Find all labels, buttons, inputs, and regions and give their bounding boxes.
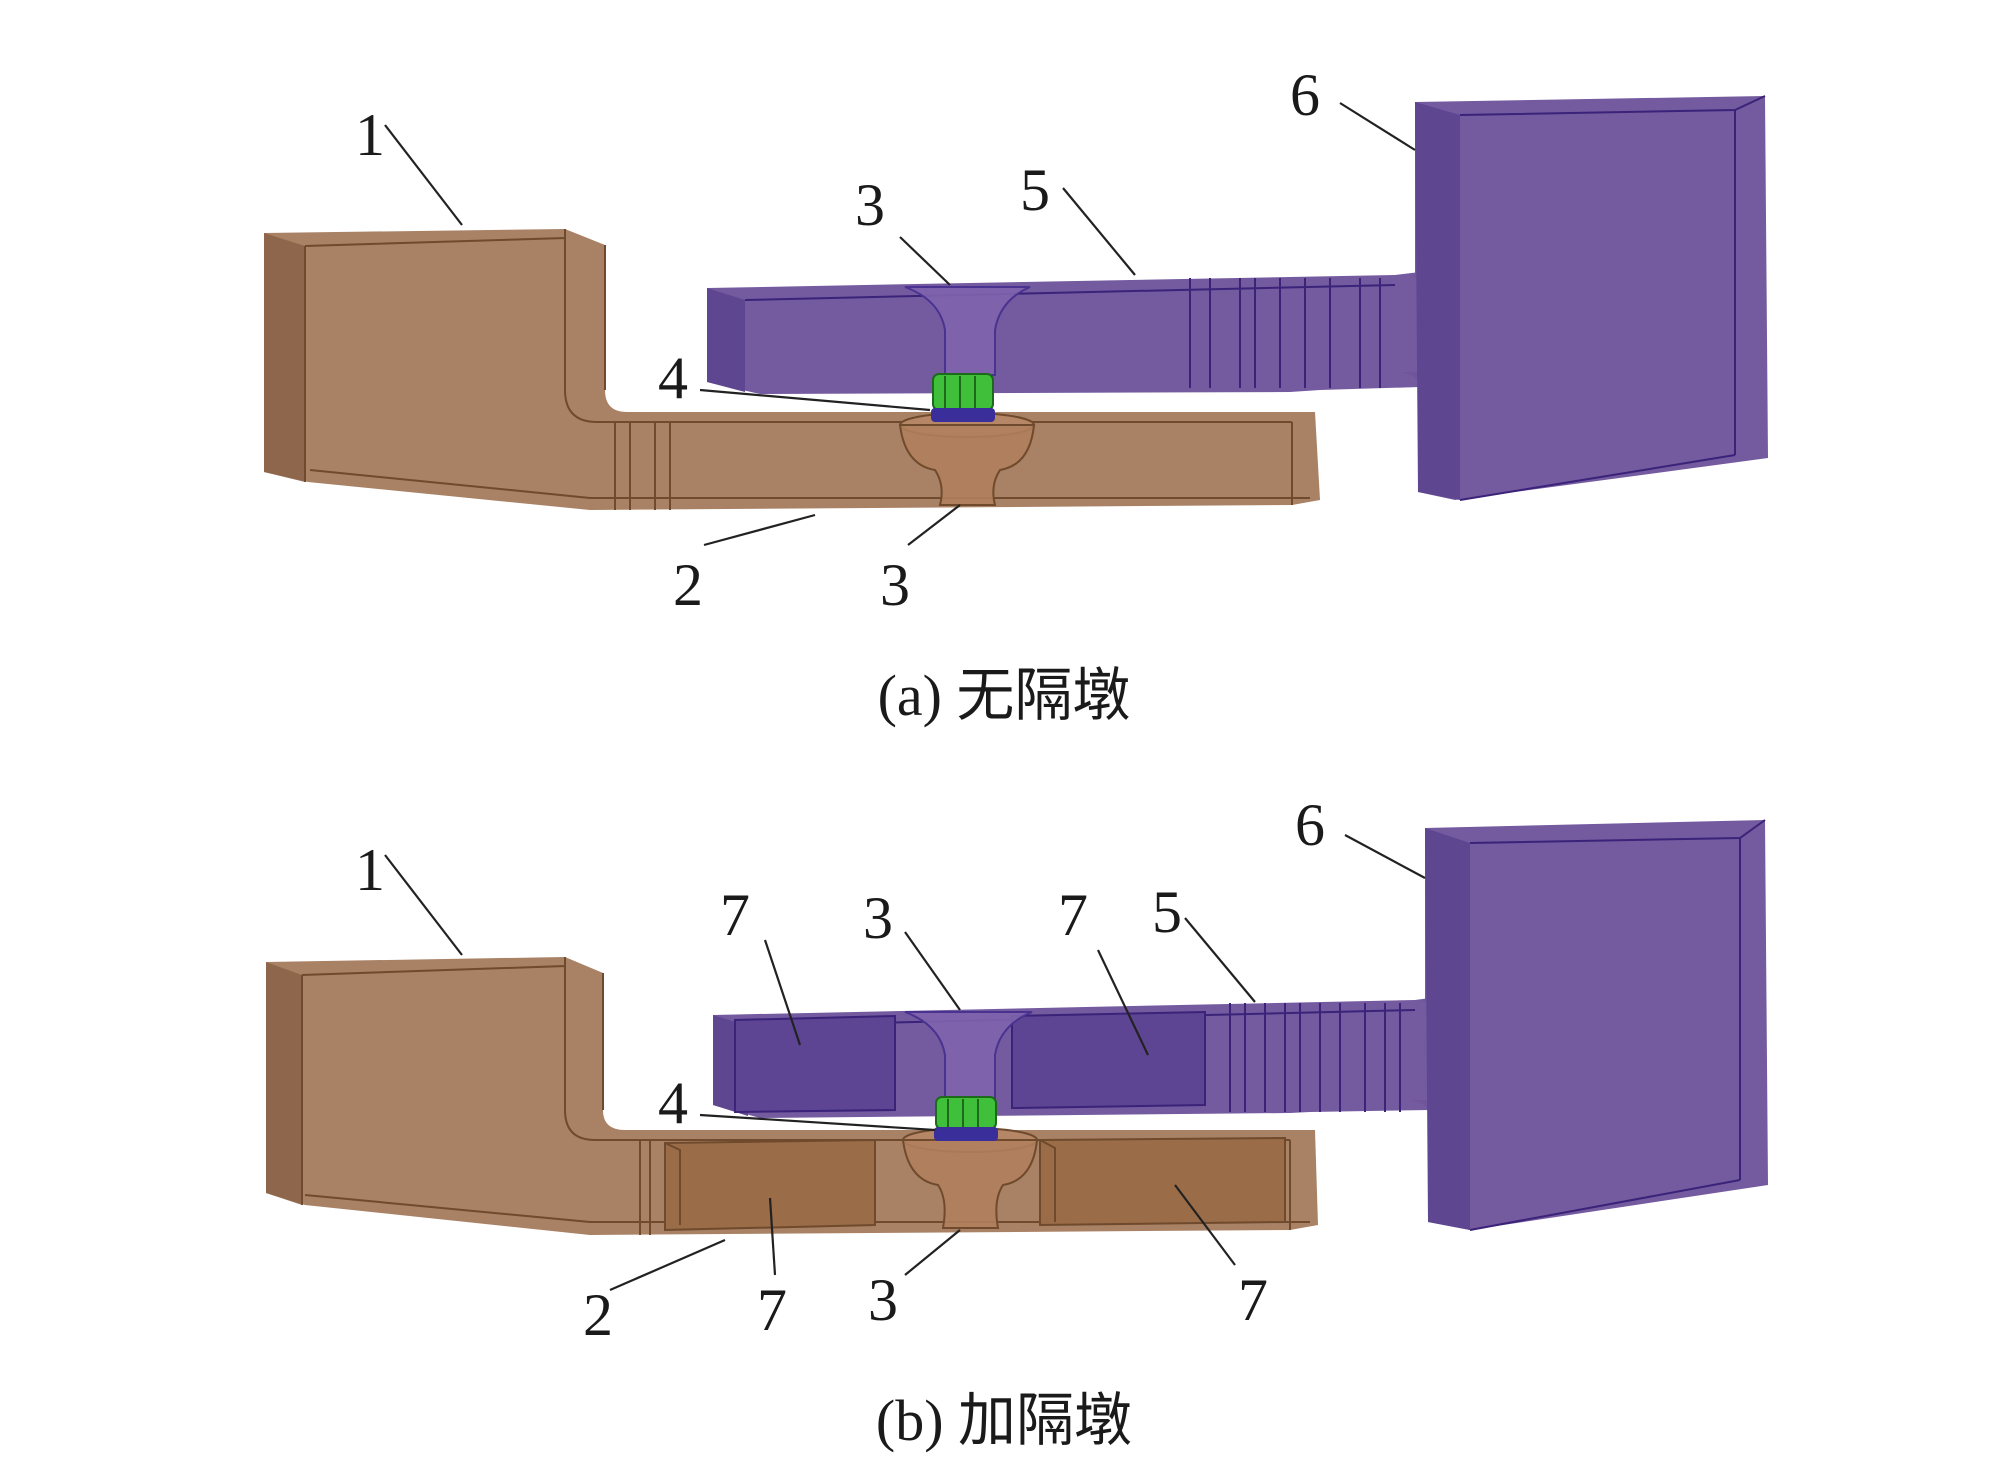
label-4-b: 4 xyxy=(658,1070,688,1136)
label-2-a: 2 xyxy=(673,552,703,618)
label-3-upper-b: 3 xyxy=(863,885,893,951)
label-1-a: 1 xyxy=(355,102,385,168)
inlet-conduit-a xyxy=(264,229,1320,510)
panel-b: 1 2 3 3 4 5 6 7 7 7 7 (b) 加隔墩 xyxy=(266,792,1768,1453)
label-7-lower-right-b: 7 xyxy=(1238,1267,1268,1333)
impeller-b xyxy=(934,1096,998,1141)
label-4-a: 4 xyxy=(658,345,688,411)
label-7-upper-right-b: 7 xyxy=(1058,882,1088,948)
caption-b: (b) 加隔墩 xyxy=(876,1388,1132,1453)
label-5-a: 5 xyxy=(1020,157,1050,223)
label-3-upper-a: 3 xyxy=(855,172,885,238)
panel-a: 1 2 3 3 4 5 6 (a) 无隔墩 xyxy=(264,62,1768,728)
label-3-lower-b: 3 xyxy=(868,1267,898,1333)
label-1-b: 1 xyxy=(355,837,385,903)
label-3-lower-a: 3 xyxy=(880,552,910,618)
label-6-a: 6 xyxy=(1290,62,1320,128)
impeller-a xyxy=(931,373,995,422)
label-2-b: 2 xyxy=(583,1282,613,1348)
label-6-b: 6 xyxy=(1295,792,1325,858)
label-5-b: 5 xyxy=(1152,879,1182,945)
outlet-piers-b xyxy=(734,1010,1206,1114)
inlet-piers-b xyxy=(664,1136,1286,1232)
outlet-conduit-a xyxy=(707,95,1768,501)
label-7-upper-left-b: 7 xyxy=(720,882,750,948)
label-7-lower-left-b: 7 xyxy=(757,1277,787,1343)
caption-a: (a) 无隔墩 xyxy=(878,663,1131,728)
